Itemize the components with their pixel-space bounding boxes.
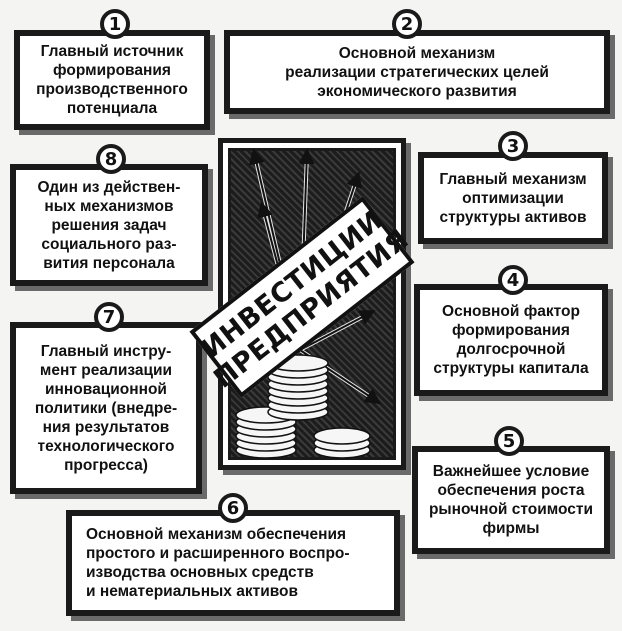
node-2: Основной механизм реализации стратегичес… bbox=[224, 30, 610, 114]
node-3-number: 3 bbox=[498, 131, 528, 161]
node-2-text: Основной механизм реализации стратегичес… bbox=[285, 44, 549, 100]
node-1-number: 1 bbox=[100, 9, 130, 39]
node-6-number: 6 bbox=[218, 493, 248, 523]
node-7-text: Главный инстру- мент реализации инноваци… bbox=[34, 342, 178, 474]
node-3: Главный механизм оптимизации структуры а… bbox=[418, 152, 608, 244]
node-6-text: Основной механизм обеспечения простого и… bbox=[86, 526, 350, 600]
node-2-number: 2 bbox=[392, 9, 422, 39]
node-4: Основной фактор формирования долгосрочно… bbox=[414, 284, 608, 396]
node-4-text: Основной фактор формирования долгосрочно… bbox=[433, 303, 589, 377]
node-5: Важнейшее условие обеспечения роста рыно… bbox=[412, 446, 610, 554]
node-7-number: 7 bbox=[94, 302, 124, 332]
node-8: Один из действен- ных механизмов решения… bbox=[10, 164, 208, 286]
node-5-text: Важнейшее условие обеспечения роста рыно… bbox=[428, 463, 594, 537]
node-4-number: 4 bbox=[498, 265, 528, 295]
node-5-number: 5 bbox=[494, 426, 524, 456]
node-8-text: Один из действен- ных механизмов решения… bbox=[37, 178, 181, 272]
node-6: Основной механизм обеспечения простого и… bbox=[66, 510, 400, 616]
node-8-number: 8 bbox=[96, 144, 126, 174]
node-3-text: Главный механизм оптимизации структуры а… bbox=[439, 170, 587, 226]
node-1: Главный источник формирования производст… bbox=[14, 30, 210, 130]
node-1-text: Главный источник формирования производст… bbox=[36, 43, 188, 117]
node-7: Главный инстру- мент реализации инноваци… bbox=[10, 322, 202, 494]
